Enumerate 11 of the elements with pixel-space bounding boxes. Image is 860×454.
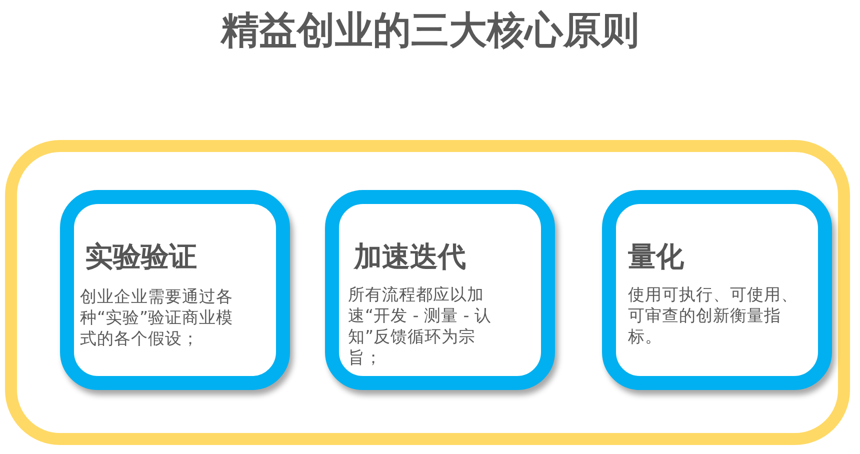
card-heading: 量化: [628, 240, 684, 274]
card-box: [602, 190, 832, 390]
card-heading: 实验验证: [85, 240, 197, 274]
card-box: [325, 190, 555, 390]
card-text: 使用可执行、可使用、可审查的创新衡量指标。: [628, 284, 799, 347]
frame-box: [5, 140, 850, 445]
card-text: 所有流程都应以加速“开发 - 测量 - 认知”反馈循环为宗旨；: [348, 284, 492, 368]
title: 精益创业的三大核心原则: [219, 7, 640, 54]
card-heading: 加速迭代: [354, 240, 466, 274]
card-box: [60, 190, 290, 390]
card-text: 创业企业需要通过各种“实验”验证商业模式的各个假设；: [80, 286, 234, 349]
